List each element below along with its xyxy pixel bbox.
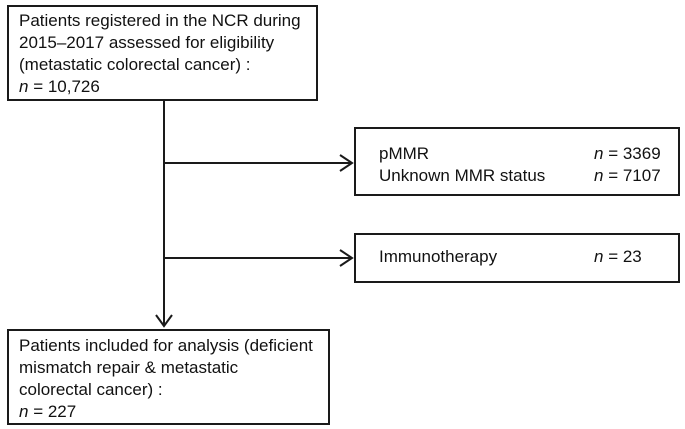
eligibility-count-value: = 10,726 xyxy=(28,77,100,96)
unknown-mmr-count: n = 7107 xyxy=(594,165,661,187)
eligibility-line-1: Patients registered in the NCR during xyxy=(19,11,301,30)
analysis-line-2: mismatch repair & metastatic xyxy=(19,358,239,377)
immunotherapy-count-value: = 23 xyxy=(603,247,642,266)
analysis-count: n = 227 xyxy=(19,401,328,423)
n-symbol: n xyxy=(19,402,29,421)
immunotherapy-count: n = 23 xyxy=(594,246,642,268)
unknown-mmr-label: Unknown MMR status xyxy=(379,166,546,185)
pmmr-count: n = 3369 xyxy=(594,143,661,165)
analysis-line-3: colorectal cancer) : xyxy=(19,380,163,399)
arrowhead-main xyxy=(155,314,173,328)
eligibility-count: n = 10,726 xyxy=(19,76,316,98)
mmr-exclusion-box: pMMR n = 3369 Unknown MMR status n = 710… xyxy=(354,127,680,196)
arrowhead-immunotherapy xyxy=(339,249,354,267)
n-symbol: n xyxy=(19,77,29,96)
pmmr-count-value: = 3369 xyxy=(603,144,661,163)
n-symbol: n xyxy=(594,247,604,266)
analysis-count-value: = 227 xyxy=(28,402,77,421)
immunotherapy-exclusion-box: Immunotherapy n = 23 xyxy=(354,233,680,283)
analysis-line-1: Patients included for analysis (deficien… xyxy=(19,336,313,355)
arrowhead-mmr xyxy=(339,154,354,172)
analysis-box: Patients included for analysis (deficien… xyxy=(7,329,330,425)
n-symbol: n xyxy=(594,166,604,185)
eligibility-line-2: 2015–2017 assessed for eligibility xyxy=(19,33,275,52)
n-symbol: n xyxy=(594,144,604,163)
unknown-mmr-count-value: = 7107 xyxy=(603,166,661,185)
eligibility-line-3: (metastatic colorectal cancer) : xyxy=(19,55,251,74)
eligibility-box: Patients registered in the NCR during 20… xyxy=(7,5,318,101)
pmmr-label: pMMR xyxy=(379,144,430,163)
immunotherapy-label: Immunotherapy xyxy=(379,247,498,266)
